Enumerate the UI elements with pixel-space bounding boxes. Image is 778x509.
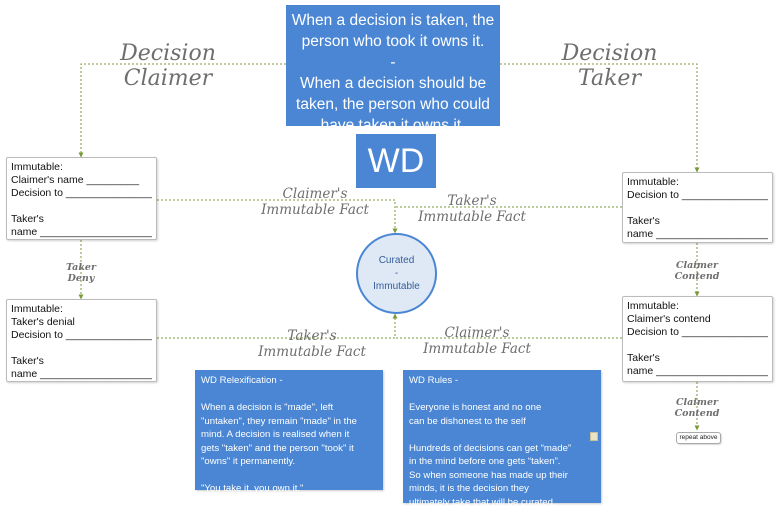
- label-line: Immutable Fact: [252, 344, 372, 360]
- title-line: have taken it owns it.: [290, 115, 496, 136]
- taker-card[interactable]: Immutable: Decision to _______________ T…: [622, 172, 773, 243]
- decision-claimer-label-line: Decision: [112, 41, 224, 66]
- title-line: person who took it owns it.: [290, 31, 496, 52]
- title-line: -: [290, 52, 496, 73]
- card-line: Claimer's contend: [627, 313, 768, 326]
- note-line: in the mind before one gets “taken”.: [409, 455, 595, 469]
- label-line: Immutable Fact: [255, 202, 375, 218]
- circle-line: Immutable: [358, 280, 435, 293]
- label-line: Deny: [56, 273, 106, 284]
- claimer-contend-card[interactable]: Immutable: Claimer's contend Decision to…: [622, 296, 773, 382]
- note-line: minds, it is the decision they: [409, 482, 595, 496]
- note-line: Hundreds of decisions can get “made”: [409, 442, 595, 456]
- card-line: Immutable:: [11, 303, 152, 316]
- note-line: "owns" it permanently.: [201, 455, 377, 469]
- label-line: Claimer: [669, 260, 725, 271]
- note-line: mind. A decision is realised when it: [201, 428, 377, 442]
- card-line: name ____________________: [11, 368, 152, 381]
- wd-relexification-note[interactable]: WD Relexification - When a decision is "…: [195, 370, 383, 490]
- label-line: Immutable Fact: [417, 341, 537, 357]
- decision-claimer-label: Decision Claimer: [112, 41, 224, 91]
- card-spacer: [11, 200, 152, 213]
- note-line: can be dishonest to the self: [409, 415, 595, 429]
- decision-taker-label-line: Taker: [552, 66, 667, 91]
- claimer-card[interactable]: Immutable: Claimer's name _________ Deci…: [6, 157, 157, 240]
- card-line: Taker's denial: [11, 316, 152, 329]
- card-spacer: [627, 339, 768, 352]
- card-line: name ____________________: [627, 228, 768, 241]
- card-line: Taker's: [11, 355, 152, 368]
- note-line: "untaken", they remain "made" in the: [201, 415, 377, 429]
- note-spacer: [409, 388, 595, 402]
- card-line: Decision to _______________: [627, 189, 768, 202]
- decision-claimer-label-line: Claimer: [112, 66, 224, 91]
- label-line: Immutable Fact: [412, 209, 532, 225]
- label-line: Taker's: [412, 193, 532, 209]
- card-line: Taker's: [11, 213, 152, 226]
- circle-line: -: [358, 267, 435, 280]
- wd-rules-note[interactable]: WD Rules - Everyone is honest and no one…: [403, 370, 601, 503]
- taker-deny-card[interactable]: Immutable: Taker's denial Decision to __…: [6, 299, 157, 382]
- label-line: Claimer: [669, 397, 725, 408]
- card-line: Claimer's name _________: [11, 174, 152, 187]
- card-line: Decision to _______________: [627, 326, 768, 339]
- label-line: Claimer's: [417, 325, 537, 341]
- note-line: Everyone is honest and no one: [409, 401, 595, 415]
- curated-immutable-circle[interactable]: Curated - Immutable: [356, 233, 437, 314]
- label-line: Taker's: [252, 328, 372, 344]
- label-line: Contend: [669, 408, 725, 419]
- note-spacer: [201, 388, 377, 402]
- label-line: Taker: [56, 262, 106, 273]
- card-line: Taker's: [627, 215, 768, 228]
- card-line: Taker's: [627, 352, 768, 365]
- card-spacer: [11, 342, 152, 355]
- note-marker-icon[interactable]: [590, 432, 598, 441]
- note-line: When a decision is "made", left: [201, 401, 377, 415]
- note-line: gets "taken" and the person "took" it: [201, 442, 377, 456]
- note-spacer: [201, 469, 377, 483]
- note-line: So when someone has made up their: [409, 469, 595, 483]
- title-line: When a decision should be: [290, 73, 496, 94]
- card-line: name ____________________: [11, 226, 152, 239]
- title-line: When a decision is taken, the: [290, 10, 496, 31]
- takers-immutable-fact-top-label: Taker's Immutable Fact: [412, 193, 532, 225]
- note-line: "You take it, you own it.": [201, 482, 377, 496]
- takers-immutable-fact-bottom-label: Taker's Immutable Fact: [252, 328, 372, 360]
- note-line: WD Rules -: [409, 374, 595, 388]
- decision-taker-label: Decision Taker: [552, 41, 667, 91]
- card-spacer: [627, 202, 768, 215]
- card-line: Immutable:: [11, 161, 152, 174]
- claimer-contend-label: Claimer Contend: [669, 260, 725, 282]
- card-line: Decision to _______________: [11, 187, 152, 200]
- taker-deny-label: Taker Deny: [56, 262, 106, 284]
- label-line: Contend: [669, 271, 725, 282]
- note-line: ultimately take that will be curated.: [409, 496, 595, 509]
- title-line: taken, the person who could: [290, 94, 496, 115]
- claimers-immutable-fact-top-label: Claimer's Immutable Fact: [255, 186, 375, 218]
- circle-line: Curated: [358, 254, 435, 267]
- note-spacer: [409, 428, 595, 442]
- card-line: Immutable:: [627, 300, 768, 313]
- repeat-above-chip[interactable]: repeat above: [676, 432, 721, 444]
- decision-taker-label-line: Decision: [552, 41, 667, 66]
- label-line: Claimer's: [255, 186, 375, 202]
- wd-logo-box[interactable]: WD: [356, 134, 436, 188]
- card-line: Decision to _______________: [11, 329, 152, 342]
- card-line: name ____________________: [627, 365, 768, 378]
- claimer-contend-label-2: Claimer Contend: [669, 397, 725, 419]
- claimers-immutable-fact-bottom-label: Claimer's Immutable Fact: [417, 325, 537, 357]
- note-line: WD Relexification -: [201, 374, 377, 388]
- card-line: Immutable:: [627, 176, 768, 189]
- title-box[interactable]: When a decision is taken, the person who…: [286, 5, 500, 126]
